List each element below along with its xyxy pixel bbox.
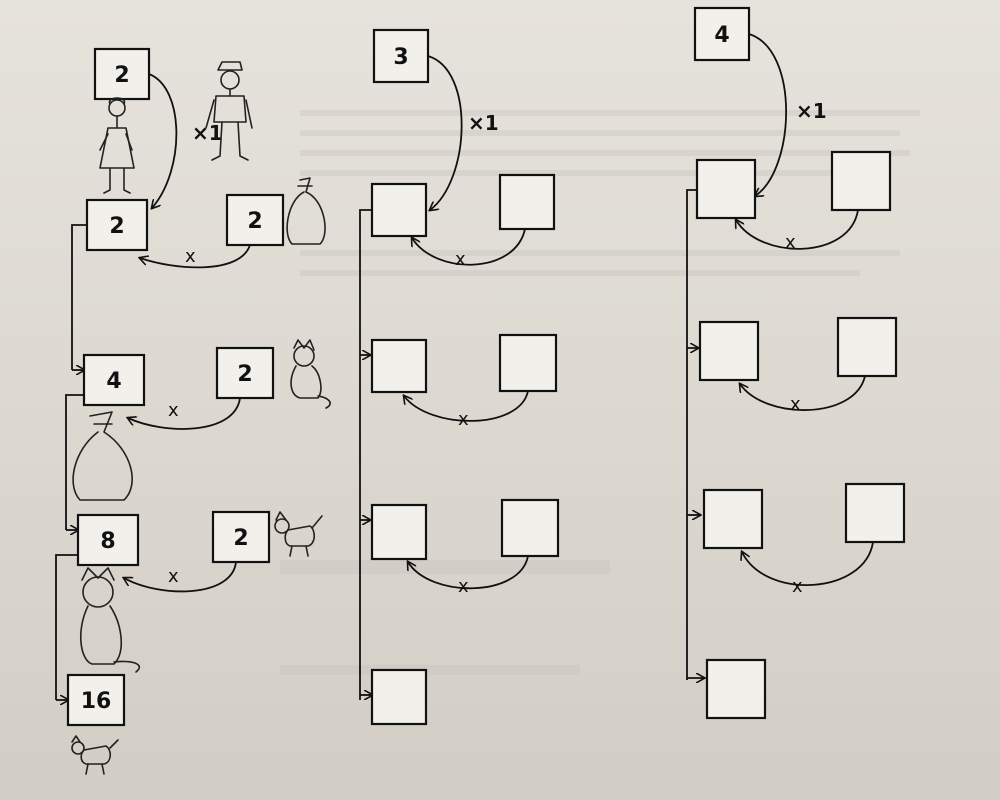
col1-start-arrow	[148, 73, 178, 208]
col3-result-box-2[interactable]	[698, 320, 760, 382]
col1-result-1: 2	[109, 214, 124, 239]
col1-mult-arrow-2	[128, 397, 241, 430]
col2-start-value: 3	[393, 45, 408, 70]
sack-icon	[72, 411, 133, 501]
col3-mult-arrow-1	[736, 209, 859, 250]
col1-op-3: x	[168, 566, 179, 587]
col2-start-op: ×1	[468, 111, 499, 135]
column-1: 2 ×1 2 2 x 4 2 x 8	[55, 47, 331, 775]
col3-start-arrow	[748, 33, 787, 196]
col2-op-2: x	[458, 409, 469, 430]
col2-result-box-1[interactable]	[370, 182, 428, 238]
col2-mult-arrow-2	[404, 390, 529, 422]
show-through-texture	[280, 110, 920, 675]
col1-factor-2: 2	[237, 362, 252, 387]
col2-op-1: x	[455, 249, 466, 270]
col1-factor-box-3	[211, 510, 271, 564]
col2-result-box-3[interactable]	[370, 503, 428, 561]
col3-result-box-1[interactable]	[695, 158, 757, 220]
cat-icon	[290, 339, 331, 409]
col3-start-box	[693, 6, 751, 62]
col2-factor-box-3[interactable]	[500, 498, 560, 558]
col3-mult-arrow-3	[742, 541, 874, 586]
col3-mult-arrow-2	[740, 375, 866, 411]
col1-result-3: 8	[100, 529, 115, 554]
col3-op-1: x	[785, 232, 796, 253]
col3-result-box-3[interactable]	[702, 488, 764, 550]
col1-mult-arrow-1	[140, 244, 251, 269]
column-2: 3 ×1 x x x	[359, 28, 560, 726]
girl-icon	[99, 97, 135, 194]
boy-icon	[205, 61, 253, 161]
col1-connector-2	[65, 394, 84, 530]
col1-op-1: x	[185, 246, 196, 267]
col1-connector-3	[55, 554, 78, 700]
col1-result-box-1	[85, 198, 149, 252]
col3-factor-box-2[interactable]	[836, 316, 898, 378]
col3-result-box-4[interactable]	[705, 658, 767, 720]
col3-op-3: x	[792, 576, 803, 597]
col1-result-box-3	[76, 513, 140, 567]
col1-mult-arrow-3	[124, 561, 237, 593]
col2-start-arrow	[427, 55, 463, 210]
col1-factor-box-1	[225, 193, 285, 247]
col3-factor-box-1[interactable]	[830, 150, 892, 212]
col2-op-3: x	[458, 576, 469, 597]
col2-mult-arrow-3	[408, 555, 529, 590]
col1-factor-box-2	[215, 346, 275, 400]
col2-factor-box-2[interactable]	[498, 333, 558, 393]
sack-icon	[286, 177, 326, 245]
col2-factor-box-1[interactable]	[498, 173, 556, 231]
col3-start-op: ×1	[796, 99, 827, 123]
col1-connector-1	[71, 224, 87, 370]
col1-start-value: 2	[114, 63, 129, 88]
col2-result-box-4[interactable]	[370, 668, 428, 726]
col1-result-box-2	[82, 353, 146, 407]
column-3: 4 ×1 x x x	[686, 6, 906, 720]
col1-result-2: 4	[106, 369, 121, 394]
col1-result-4: 16	[81, 689, 112, 714]
cat-icon	[79, 567, 141, 673]
col1-factor-3: 2	[233, 526, 248, 551]
col1-result-box-4	[66, 673, 126, 727]
col2-connector	[359, 209, 372, 700]
kitten-icon	[274, 511, 323, 557]
col3-start-value: 4	[714, 23, 729, 48]
col2-mult-arrow-1	[412, 228, 526, 266]
kitten-icon	[71, 735, 119, 775]
col2-result-box-2[interactable]	[370, 338, 428, 394]
col1-factor-1: 2	[247, 209, 262, 234]
col3-connector	[686, 189, 697, 680]
col3-factor-box-3[interactable]	[844, 482, 906, 544]
col3-op-2: x	[790, 394, 801, 415]
col1-op-2: x	[168, 400, 179, 421]
